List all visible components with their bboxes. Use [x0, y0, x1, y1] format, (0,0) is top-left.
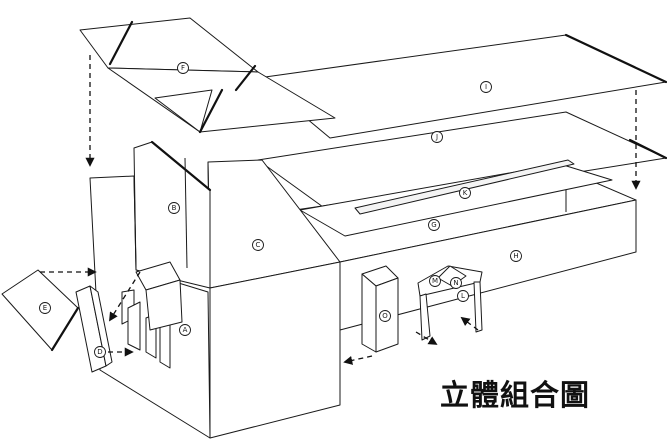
part-marker-k: K: [459, 187, 471, 199]
svg-text:H: H: [513, 252, 518, 260]
svg-text:G: G: [431, 221, 436, 229]
part-c-main-block: [207, 159, 341, 439]
svg-text:L: L: [461, 292, 465, 300]
part-marker-j: J: [431, 131, 443, 143]
svg-text:E: E: [43, 304, 47, 312]
part-f-gable-roof: [79, 17, 336, 134]
svg-text:A: A: [183, 326, 188, 334]
assembly-arrows: [40, 55, 641, 365]
part-marker-a: A: [179, 324, 191, 336]
part-j-ceiling-panel: [257, 111, 667, 213]
part-i-roof-panel: [257, 33, 667, 139]
part-marker-d: D: [94, 346, 106, 358]
part-g-tray: [299, 159, 613, 237]
svg-text:I: I: [485, 83, 487, 91]
part-marker-l: L: [457, 290, 469, 302]
part-marker-i: I: [480, 81, 492, 93]
svg-text:B: B: [172, 204, 177, 212]
part-marker-b: B: [168, 202, 180, 214]
part-marker-f: F: [177, 62, 189, 74]
svg-text:D: D: [97, 348, 102, 356]
part-marker-h: H: [510, 250, 522, 262]
part-o-block: [361, 265, 399, 353]
svg-text:M: M: [432, 277, 438, 285]
part-marker-m: M: [429, 275, 441, 287]
part-marker-n: N: [450, 277, 462, 289]
part-marker-c: C: [252, 239, 264, 251]
svg-text:K: K: [463, 189, 468, 197]
svg-text:J: J: [435, 133, 438, 141]
diagram-caption: 立體組合圖: [440, 378, 591, 412]
part-marker-o: O: [379, 310, 391, 322]
svg-text:O: O: [382, 312, 388, 320]
svg-text:F: F: [181, 64, 185, 72]
svg-text:C: C: [256, 241, 261, 249]
part-a-inner-step: [135, 261, 183, 331]
svg-text:N: N: [453, 279, 458, 287]
part-marker-e: E: [39, 302, 51, 314]
part-marker-g: G: [428, 219, 440, 231]
